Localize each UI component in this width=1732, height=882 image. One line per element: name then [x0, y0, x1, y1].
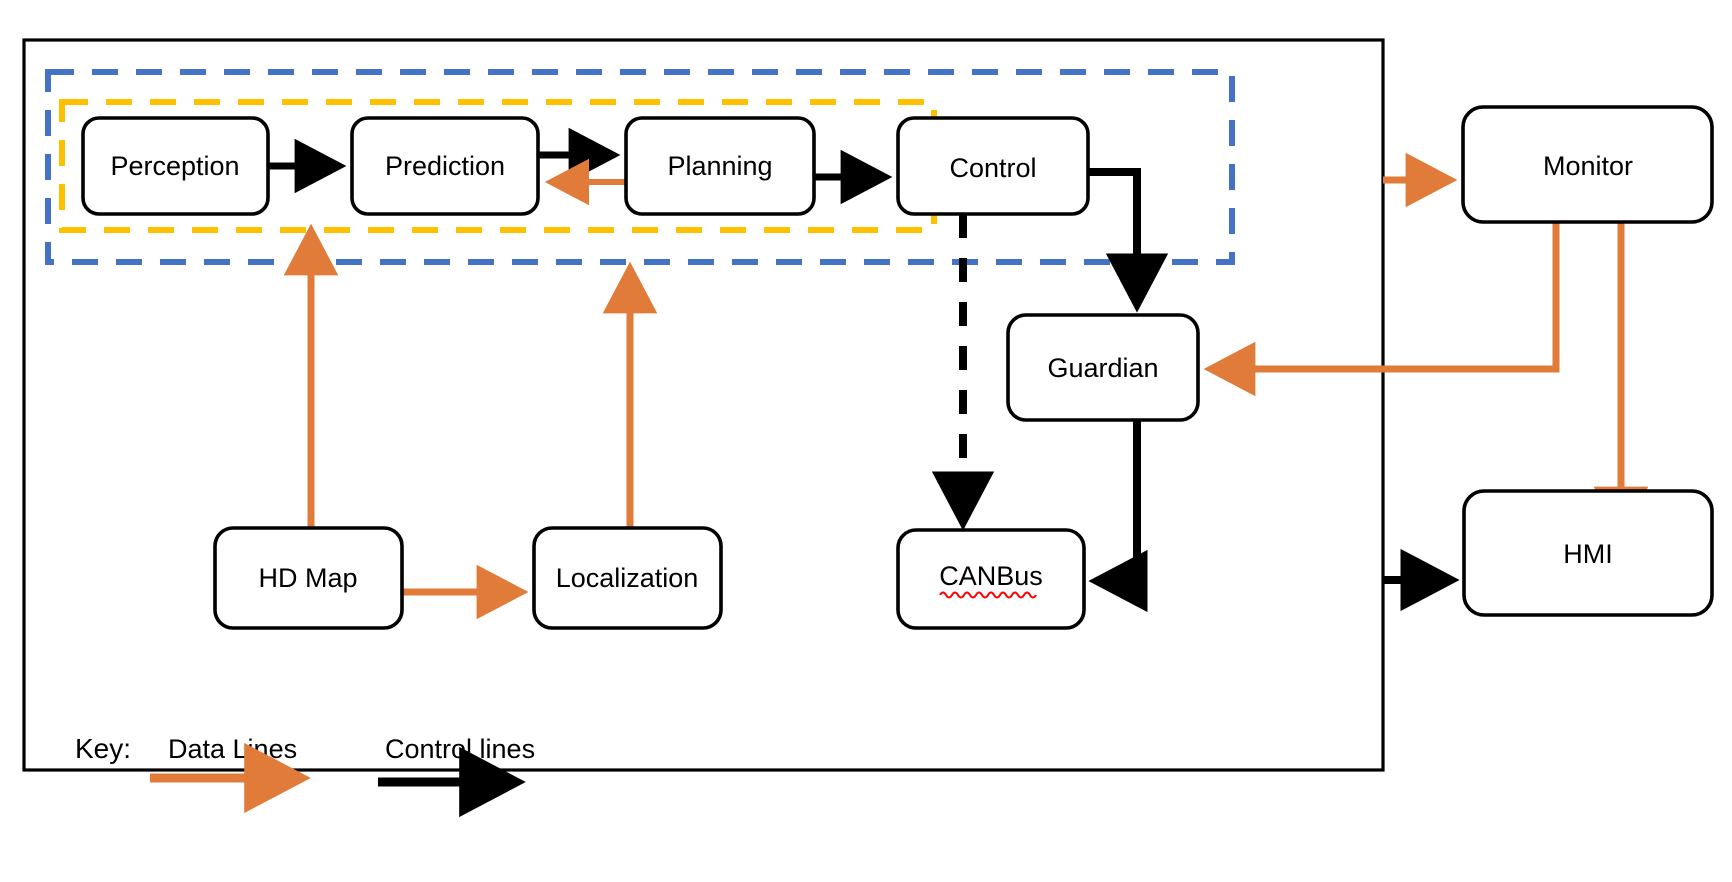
node-perception-label: Perception [110, 151, 239, 181]
node-planning-label: Planning [667, 151, 772, 181]
edge-guardian-to-canbus [1088, 420, 1148, 613]
node-monitor-label: Monitor [1543, 151, 1633, 181]
node-perception[interactable]: Perception [81, 116, 270, 216]
node-planning[interactable]: Planning [624, 116, 816, 216]
node-prediction-box[interactable] [350, 116, 540, 216]
node-monitor[interactable]: Monitor [1461, 105, 1714, 224]
node-localization-label: Localization [556, 563, 699, 593]
node-canbus-label: CANBus [939, 561, 1043, 591]
edge-monitor-to-guardian [1203, 222, 1560, 397]
edge-control-to-guardian [1088, 168, 1169, 313]
node-planning-box[interactable] [624, 116, 816, 216]
node-hd-map-box[interactable] [213, 526, 404, 630]
canbus-spellcheck-underline [939, 591, 1037, 599]
node-hmi-box[interactable] [1462, 489, 1714, 617]
legend-control-lines-label: Control lines [385, 734, 535, 764]
node-control[interactable]: Control [896, 116, 1090, 216]
node-localization-box[interactable] [532, 526, 723, 630]
node-guardian-label: Guardian [1047, 353, 1158, 383]
legend-key-label: Key: [75, 733, 131, 764]
node-hmi[interactable]: HMI [1462, 489, 1714, 617]
node-control-box[interactable] [896, 116, 1090, 216]
node-perception-box[interactable] [81, 116, 270, 216]
node-prediction[interactable]: Prediction [350, 116, 540, 216]
node-localization[interactable]: Localization [532, 526, 723, 630]
node-hmi-label: HMI [1563, 539, 1613, 569]
node-hd-map[interactable]: HD Map [213, 526, 404, 630]
outer-dashed-group [45, 69, 1235, 265]
node-monitor-box[interactable] [1461, 105, 1714, 224]
system-boundary [22, 38, 1385, 772]
legend-data-lines-label: Data Lines [168, 734, 297, 764]
node-canbus-box[interactable] [896, 528, 1086, 630]
node-control-label: Control [949, 153, 1036, 183]
node-prediction-label: Prediction [385, 151, 505, 181]
node-hd-map-label: HD Map [258, 563, 357, 593]
node-guardian[interactable]: Guardian [1006, 313, 1200, 422]
node-guardian-box[interactable] [1006, 313, 1200, 422]
node-canbus[interactable]: CANBus [896, 528, 1086, 630]
